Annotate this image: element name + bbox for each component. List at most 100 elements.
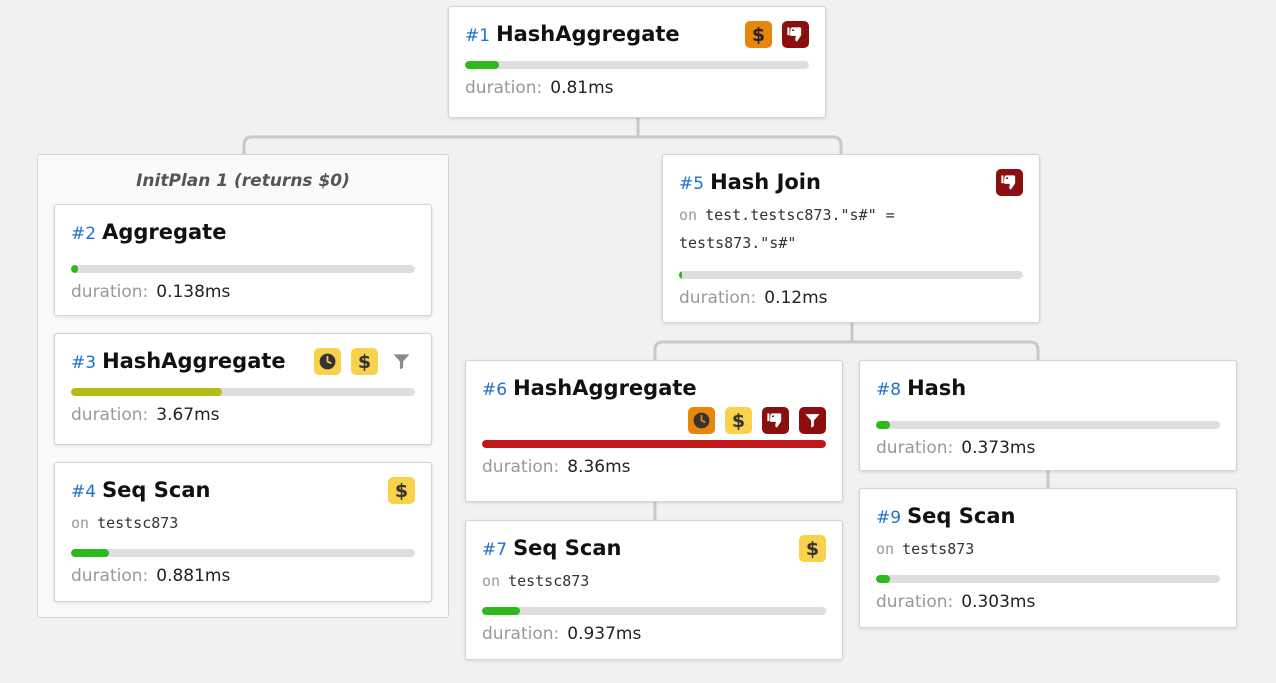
duration-bar xyxy=(71,549,415,557)
node-name: HashAggregate xyxy=(102,349,286,373)
node-duration: duration:0.303ms xyxy=(876,592,1036,612)
node-name: Hash Join xyxy=(710,170,821,194)
duration-value: 0.303ms xyxy=(961,592,1036,612)
node-duration: duration:0.937ms xyxy=(482,624,642,644)
duration-bar-fill xyxy=(876,421,890,429)
node-number: #4 xyxy=(71,482,97,502)
node-name: HashAggregate xyxy=(496,22,680,46)
filter-icon[interactable] xyxy=(388,348,415,375)
duration-value: 8.36ms xyxy=(567,457,631,477)
node-duration: duration:0.12ms xyxy=(679,288,828,308)
duration-bar-fill xyxy=(876,575,890,583)
node-duration: duration:0.81ms xyxy=(465,78,614,98)
node-name: Seq Scan xyxy=(907,504,1016,528)
node-number: #9 xyxy=(876,508,902,528)
node-badges: $ xyxy=(799,535,826,562)
cost-icon[interactable]: $ xyxy=(351,348,378,375)
join-condition-line2: tests873."s#" xyxy=(679,234,797,252)
duration-bar xyxy=(482,607,826,615)
filter-icon[interactable] xyxy=(799,407,826,434)
duration-bar-fill xyxy=(679,271,683,279)
node-name: Seq Scan xyxy=(513,536,622,560)
duration-bar xyxy=(71,388,415,396)
duration-value: 0.81ms xyxy=(550,78,614,98)
duration-value: 0.881ms xyxy=(156,566,231,586)
node-duration: duration:0.881ms xyxy=(71,566,231,586)
duration-bar xyxy=(876,421,1220,429)
duration-bar xyxy=(465,61,809,69)
node-duration: duration:8.36ms xyxy=(482,457,631,477)
duration-value: 0.138ms xyxy=(156,282,231,302)
duration-bar-fill xyxy=(71,549,109,557)
duration-bar-fill xyxy=(482,440,826,448)
join-condition-line1: test.testsc873."s#" = xyxy=(705,206,895,224)
duration-bar-fill xyxy=(465,61,500,69)
node-badges: $ xyxy=(482,407,826,434)
clock-icon[interactable] xyxy=(688,407,715,434)
thumbs-down-icon[interactable] xyxy=(782,21,809,48)
node-badges: $ xyxy=(314,348,415,375)
node-number: #2 xyxy=(71,224,97,244)
duration-value: 0.12ms xyxy=(764,288,828,308)
duration-bar-fill xyxy=(71,265,78,273)
node-number: #7 xyxy=(482,540,508,560)
relation-name: testsc873 xyxy=(508,572,590,590)
node-number: #5 xyxy=(679,174,705,194)
node-duration: duration:3.67ms xyxy=(71,405,220,425)
node-number: #6 xyxy=(482,380,508,400)
node-name: Hash xyxy=(907,376,967,400)
duration-value: 0.937ms xyxy=(567,624,642,644)
node-badges: $ xyxy=(745,21,809,48)
duration-bar xyxy=(482,440,826,448)
node-badges xyxy=(996,169,1023,196)
duration-bar xyxy=(876,575,1220,583)
duration-bar xyxy=(71,265,415,273)
node-duration: duration:0.373ms xyxy=(876,438,1036,458)
node-badges: $ xyxy=(388,477,415,504)
node-name: Seq Scan xyxy=(102,478,211,502)
duration-bar-fill xyxy=(71,388,223,396)
cost-icon[interactable]: $ xyxy=(725,407,752,434)
duration-value: 3.67ms xyxy=(156,405,220,425)
relation-name: tests873 xyxy=(902,540,975,558)
cost-icon[interactable]: $ xyxy=(799,535,826,562)
cost-icon[interactable]: $ xyxy=(388,477,415,504)
duration-bar xyxy=(679,271,1023,279)
relation-name: testsc873 xyxy=(97,514,179,532)
cost-icon[interactable]: $ xyxy=(745,21,772,48)
node-duration: duration:0.138ms xyxy=(71,282,231,302)
node-number: #3 xyxy=(71,353,97,373)
duration-bar-fill xyxy=(482,607,520,615)
node-name: Aggregate xyxy=(102,220,227,244)
clock-icon[interactable] xyxy=(314,348,341,375)
initplan-title: InitPlan 1 (returns $0) xyxy=(136,171,350,191)
duration-value: 0.373ms xyxy=(961,438,1036,458)
thumbs-down-icon[interactable] xyxy=(762,407,789,434)
thumbs-down-icon[interactable] xyxy=(996,169,1023,196)
node-name: HashAggregate xyxy=(513,376,697,400)
node-number: #1 xyxy=(465,26,491,46)
node-number: #8 xyxy=(876,380,902,400)
